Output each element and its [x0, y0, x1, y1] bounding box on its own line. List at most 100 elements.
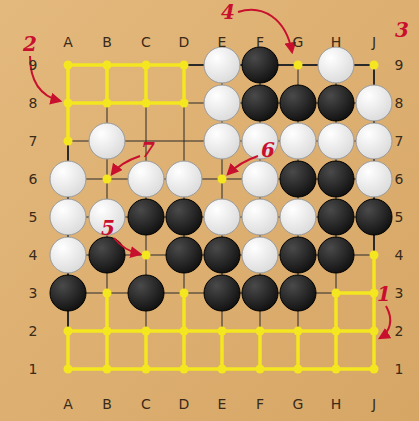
row-number: 1 [29, 362, 38, 376]
territory-dot [332, 327, 341, 336]
callout-arrow [228, 156, 258, 174]
row-number: 7 [29, 134, 38, 148]
column-letter: B [102, 35, 112, 49]
callout-number: 2 [23, 34, 37, 54]
callout-arrow [114, 238, 140, 254]
territory-line [144, 65, 148, 103]
column-letter: H [331, 35, 342, 49]
territory-line [182, 293, 186, 331]
white-stone [318, 47, 354, 83]
row-number: 7 [395, 134, 404, 148]
territory-line [66, 65, 70, 103]
white-stone [242, 237, 278, 273]
territory-dot [103, 99, 112, 108]
territory-dot [180, 99, 189, 108]
callout-arrow [238, 10, 292, 52]
white-stone [318, 123, 354, 159]
column-letter: G [293, 397, 304, 411]
column-letter: J [372, 35, 376, 49]
territory-dot [370, 61, 379, 70]
territory-dot [370, 327, 379, 336]
territory-dot [294, 327, 303, 336]
white-stone [128, 161, 164, 197]
white-stone [204, 123, 240, 159]
territory-dot [64, 365, 73, 374]
black-stone [50, 275, 86, 311]
black-stone [89, 237, 125, 273]
territory-dot [103, 175, 112, 184]
black-stone [280, 275, 316, 311]
column-letter: G [293, 35, 304, 49]
row-number: 4 [395, 248, 404, 262]
black-stone [318, 85, 354, 121]
row-number: 6 [29, 172, 38, 186]
territory-line [372, 331, 376, 369]
black-stone [318, 199, 354, 235]
white-stone [242, 199, 278, 235]
white-stone [166, 161, 202, 197]
column-letter: F [256, 397, 264, 411]
row-number: 9 [29, 58, 38, 72]
column-letter: F [256, 35, 264, 49]
black-stone [242, 47, 278, 83]
territory-dot [64, 61, 73, 70]
row-number: 8 [395, 96, 404, 110]
callout-arrow [380, 306, 390, 338]
territory-marking [64, 61, 379, 374]
white-stone [50, 237, 86, 273]
callout-number: 3 [395, 20, 409, 40]
callout-arrow [112, 156, 140, 174]
territory-dot [370, 365, 379, 374]
territory-dot [256, 327, 265, 336]
territory-dot [142, 251, 151, 260]
territory-dot [103, 289, 112, 298]
territory-line [105, 65, 109, 103]
black-stone [280, 161, 316, 197]
callout-number: 5 [101, 218, 115, 238]
black-stone [356, 199, 392, 235]
column-letter: B [102, 397, 112, 411]
callout-number: 6 [261, 140, 275, 160]
territory-dot [180, 327, 189, 336]
black-stone [166, 237, 202, 273]
territory-dot [142, 99, 151, 108]
column-letter: D [179, 35, 190, 49]
territory-dot [103, 61, 112, 70]
black-stone [204, 275, 240, 311]
callout-number: 7 [141, 140, 155, 160]
black-stone [242, 275, 278, 311]
column-letter: A [63, 35, 73, 49]
black-stone [242, 85, 278, 121]
white-stone [204, 85, 240, 121]
black-stone [128, 275, 164, 311]
column-letter: E [218, 397, 227, 411]
white-stone [356, 161, 392, 197]
territory-dot [294, 61, 303, 70]
black-stone [280, 85, 316, 121]
territory-dot [294, 365, 303, 374]
white-stone [204, 199, 240, 235]
black-stone [204, 237, 240, 273]
row-number: 2 [29, 324, 38, 338]
white-stone [204, 47, 240, 83]
territory-dot [218, 365, 227, 374]
row-number: 3 [29, 286, 38, 300]
row-number: 2 [395, 324, 404, 338]
territory-dot [103, 327, 112, 336]
board-grid [68, 65, 374, 369]
column-letter: D [179, 397, 190, 411]
territory-line [182, 65, 186, 103]
territory-dot [64, 137, 73, 146]
column-letter: C [141, 397, 151, 411]
callout-number: 4 [221, 2, 235, 22]
territory-line [68, 63, 184, 67]
column-letter: E [218, 35, 227, 49]
callout-number: 1 [377, 284, 391, 304]
territory-line [105, 331, 109, 369]
callout-arrows [30, 10, 390, 338]
black-stone [166, 199, 202, 235]
territory-line [258, 331, 262, 369]
territory-dot [142, 61, 151, 70]
white-stone [50, 199, 86, 235]
